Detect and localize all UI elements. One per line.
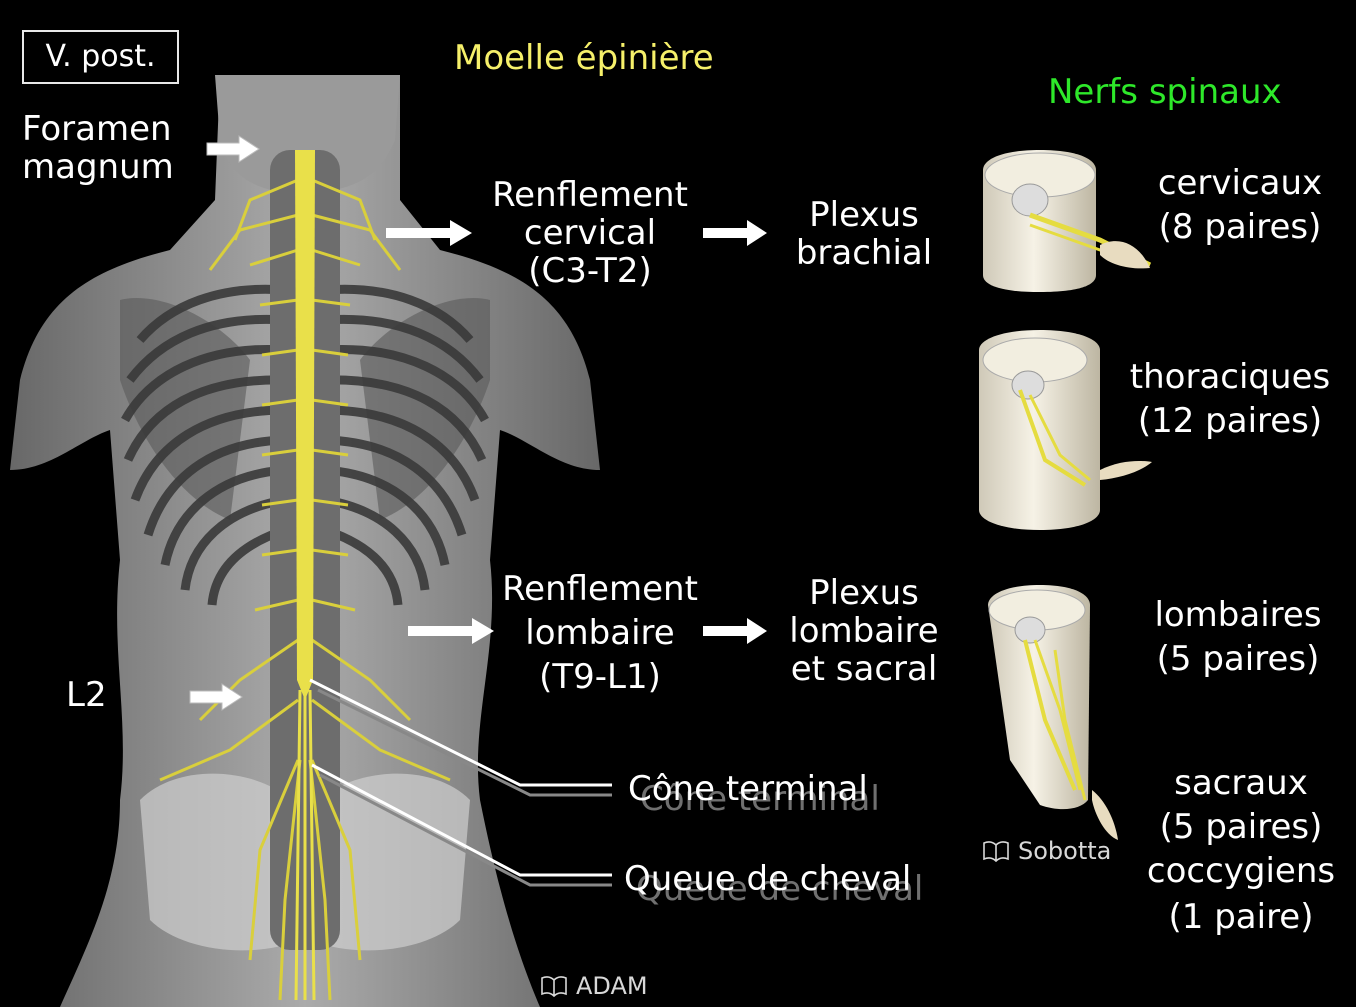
credit-adam: ADAM (540, 972, 648, 1000)
segment-cervical (983, 150, 1152, 292)
cervical-nerves-label: cervicaux (8 paires) (1157, 163, 1323, 247)
credit-sobotta: Sobotta (982, 837, 1111, 865)
cone-terminal-echo: Cône terminal (640, 779, 880, 819)
spinal-nerve-branches (159, 178, 451, 1001)
brachial-plexus-label: Plexus brachial (795, 195, 933, 273)
view-badge: V. post. (22, 30, 179, 84)
cervical-enlargement-label: Renflement cervical (C3-T2) (492, 175, 688, 291)
thoracic-nerves-label: thoraciques (12 paires) (1129, 357, 1331, 441)
segment-lumbosacral (988, 585, 1118, 840)
cauda-equina (294, 689, 316, 1001)
right-arrow-icon (703, 618, 767, 644)
lumbar-nerves-label: lombaires (5 paires) (1154, 595, 1322, 679)
cauda-equina-echo: Queue de cheval (636, 869, 924, 909)
right-arrow-icon (408, 618, 494, 644)
book-icon (541, 976, 567, 997)
foramen-label: Foramen magnum (22, 109, 174, 187)
cauda-equina-label: Queue de cheval (624, 859, 912, 899)
right-arrow-icon (206, 135, 260, 163)
right-arrow-icon (189, 683, 243, 711)
title-spinal-nerves: Nerfs spinaux (1048, 72, 1282, 112)
spinal-cord (295, 150, 315, 700)
sacral-coccygeal-nerves-label: sacraux (5 paires) coccygiens (1 paire) (1146, 763, 1336, 937)
right-arrow-icon (386, 220, 472, 246)
leader-lines (309, 678, 612, 887)
right-arrow-icon (703, 220, 767, 246)
lumbar-enlargement-label: Renflement lombaire (T9-L1) (502, 569, 698, 697)
l2-label: L2 (66, 675, 107, 715)
segment-thoracic (979, 330, 1152, 530)
cone-terminal-label: Cône terminal (628, 769, 868, 809)
book-icon (983, 841, 1009, 862)
title-spinal-cord: Moelle épinière (454, 38, 714, 78)
lumbosacral-plexus-label: Plexus lombaire et sacral (789, 573, 939, 689)
